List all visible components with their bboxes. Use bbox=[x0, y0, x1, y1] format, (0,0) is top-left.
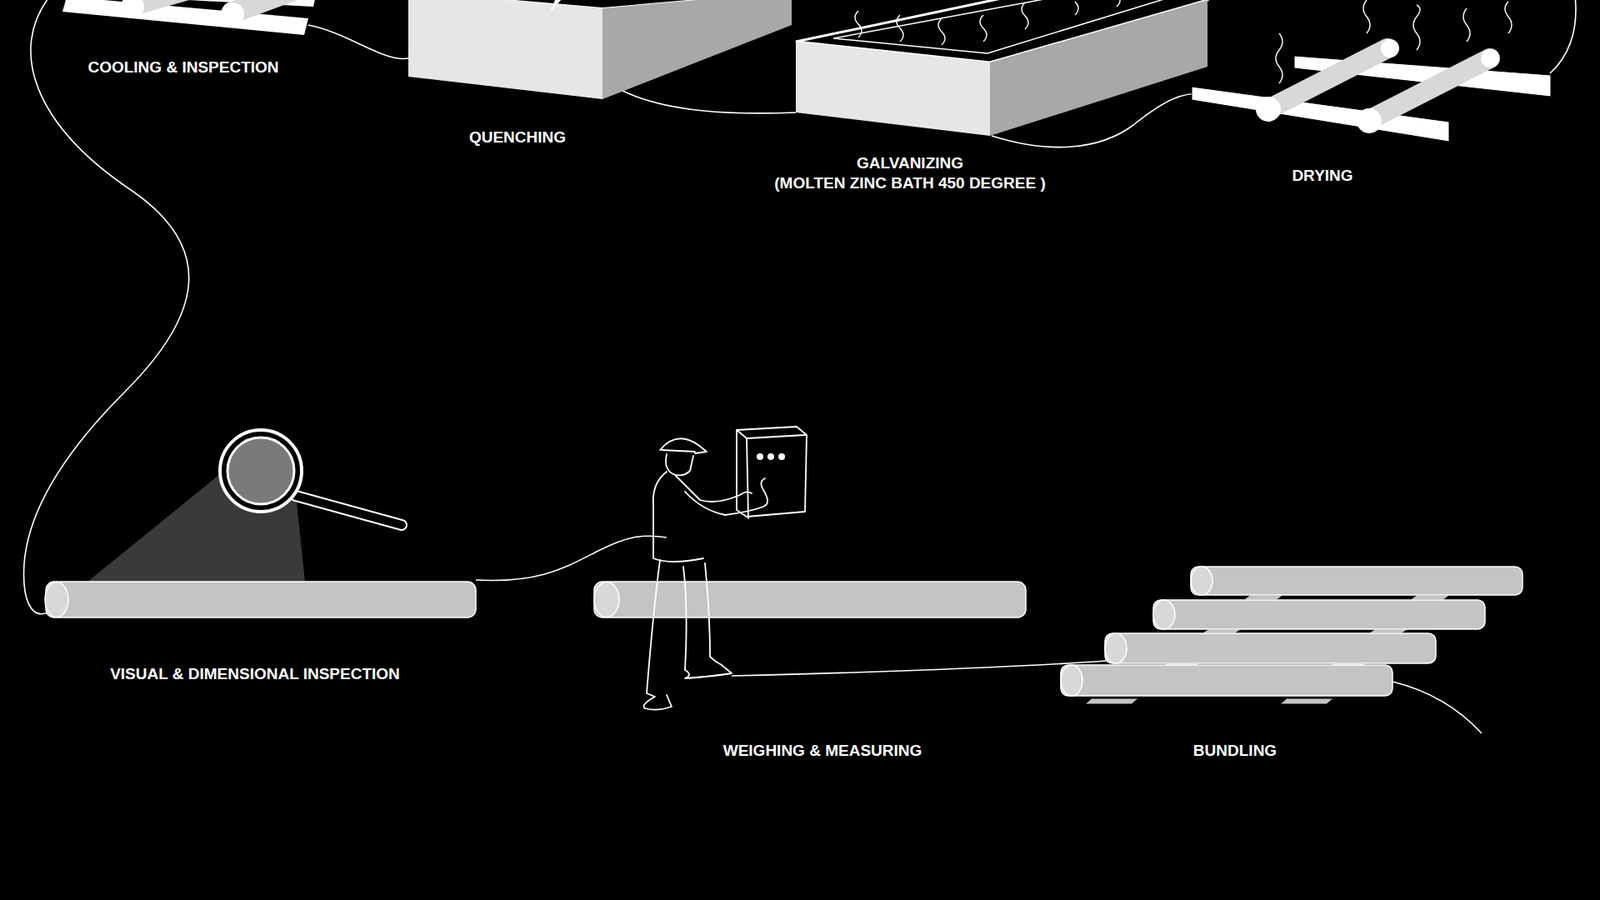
flow-line bbox=[475, 535, 667, 580]
flow-line bbox=[620, 90, 796, 114]
drying-rack bbox=[1191, 0, 1551, 142]
stage-label: BUNDLING bbox=[1193, 741, 1277, 761]
stage-label: WEIGHING & MEASURING bbox=[723, 741, 923, 761]
quenching-tank bbox=[408, 0, 792, 100]
flow-line bbox=[308, 25, 409, 59]
flow-line bbox=[1392, 681, 1482, 734]
stage-label: QUENCHING bbox=[469, 128, 566, 148]
inspection-illustration bbox=[45, 430, 476, 618]
flow-line bbox=[1550, 0, 1576, 74]
stage-label: (MOLTEN ZINC BATH 450 DEGREE ) bbox=[774, 174, 1045, 194]
stage-label: DRYING bbox=[1291, 166, 1353, 186]
stage-label: VISUAL & DIMENSIONAL INSPECTION bbox=[110, 665, 400, 685]
stage-label: COOLING & INSPECTION bbox=[87, 58, 279, 78]
galvanizing-bath bbox=[795, 0, 1208, 136]
weighing-illustration bbox=[594, 426, 1026, 710]
stage-label: GALVANIZING bbox=[856, 154, 964, 174]
cooling-rack bbox=[62, 0, 317, 35]
bundle-illustration bbox=[1060, 566, 1523, 705]
flow-line bbox=[731, 660, 1107, 676]
